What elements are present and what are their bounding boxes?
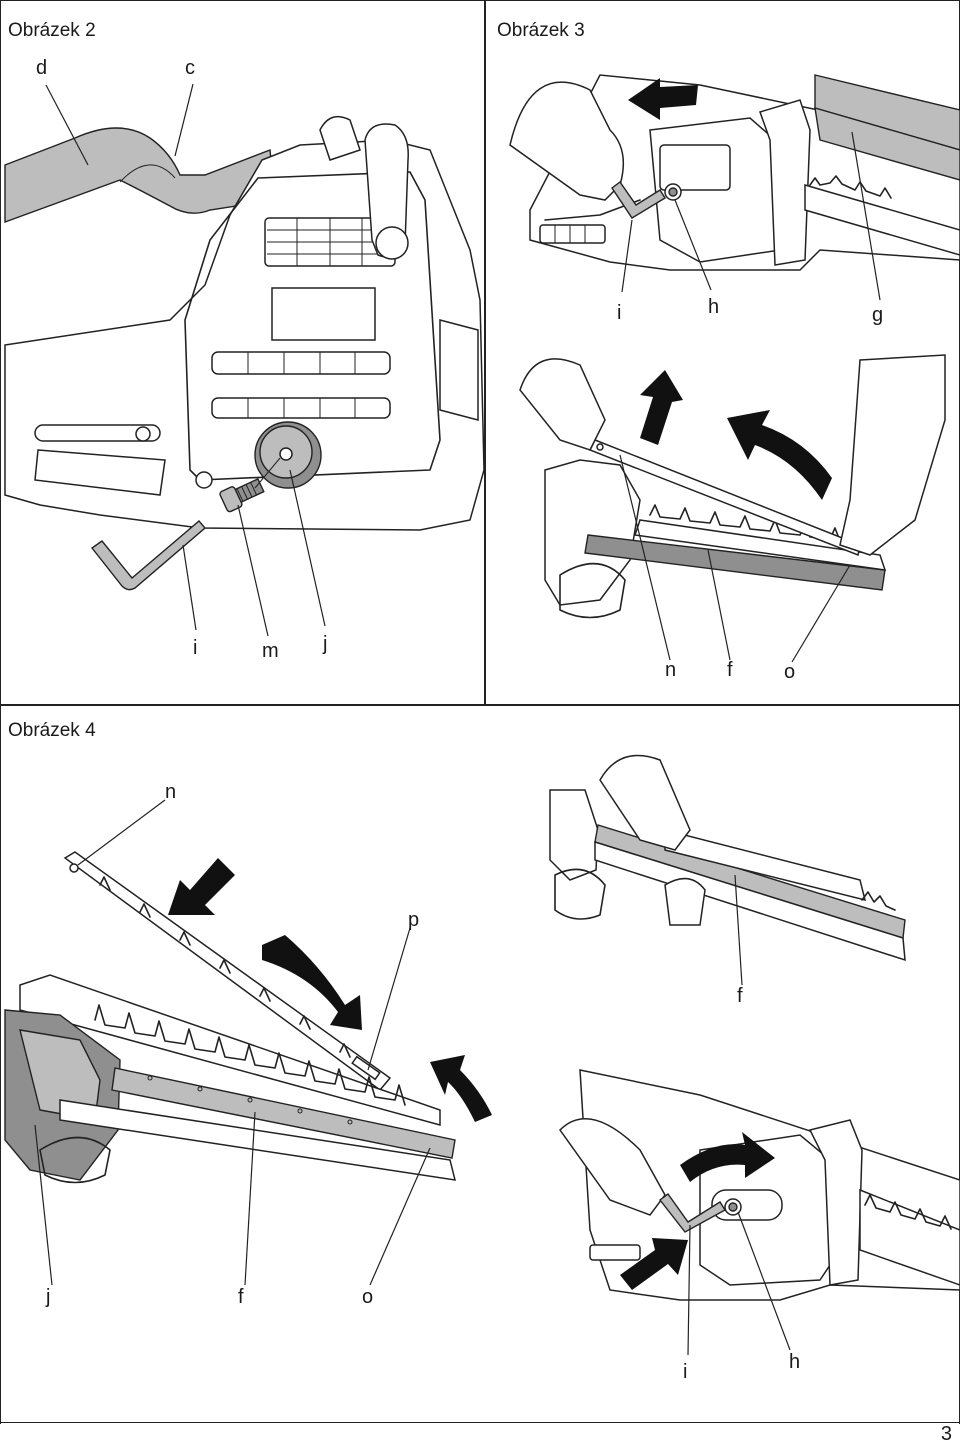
fig3-label-i: i bbox=[617, 302, 622, 324]
fig4-label-o: o bbox=[362, 1286, 374, 1308]
fig4-label-f-right: f bbox=[737, 985, 743, 1007]
fig2-label-d: d bbox=[36, 57, 48, 79]
figure-4-title: Obrázek 4 bbox=[8, 720, 96, 741]
figure-2-title: Obrázek 2 bbox=[8, 20, 96, 41]
fig4-right-top-illustration bbox=[549, 754, 906, 986]
fig3-label-f: f bbox=[727, 659, 733, 681]
figure-3-title: Obrázek 3 bbox=[497, 20, 585, 41]
fig3-top-illustration bbox=[509, 74, 960, 301]
fig3-label-o: o bbox=[784, 661, 796, 683]
fig4-label-h: h bbox=[789, 1351, 801, 1373]
fig2-label-c: c bbox=[185, 57, 195, 79]
fig4-label-f: f bbox=[238, 1286, 244, 1308]
page-number: 3 bbox=[940, 1423, 952, 1445]
fig4-right-bottom-illustration bbox=[559, 1069, 960, 1356]
footer-rule bbox=[0, 1422, 960, 1423]
fig4-label-j: j bbox=[46, 1286, 51, 1308]
fig4-label-n: n bbox=[165, 781, 177, 803]
fig2-label-i: i bbox=[193, 637, 198, 659]
figure-2-frame bbox=[0, 0, 486, 706]
fig4-label-i: i bbox=[683, 1361, 688, 1383]
fig2-illustration bbox=[4, 83, 485, 637]
fig2-label-m: m bbox=[262, 640, 279, 662]
fig2-label-j: j bbox=[323, 633, 328, 655]
fig3-label-g: g bbox=[872, 304, 884, 326]
fig3-bottom-illustration bbox=[519, 354, 946, 663]
fig3-label-h: h bbox=[708, 296, 720, 318]
fig3-label-n: n bbox=[665, 659, 677, 681]
fig4-left-illustration bbox=[4, 799, 492, 1286]
fig4-label-p: p bbox=[408, 909, 420, 931]
